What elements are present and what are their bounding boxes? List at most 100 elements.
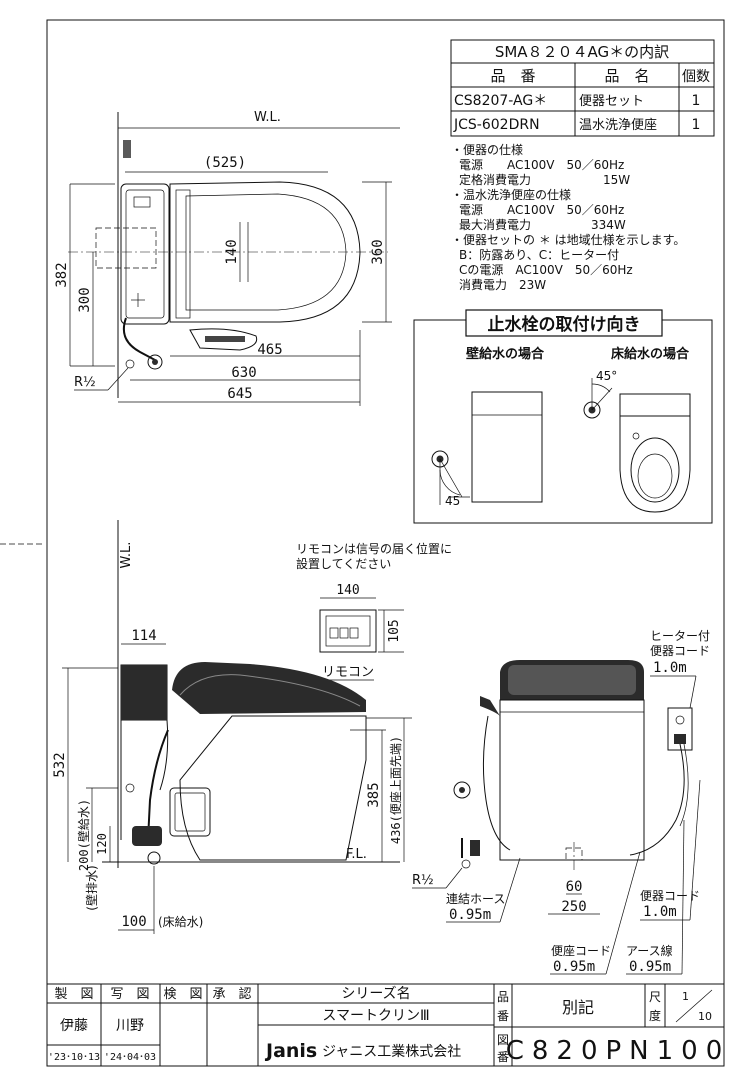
dim-300: 300: [77, 287, 93, 312]
tb-copier: 川野: [116, 1018, 144, 1034]
spec-line: 消費電力 23W: [459, 277, 546, 292]
front-body: [499, 699, 645, 861]
dim-114: 114: [131, 628, 156, 644]
spec-line: ・便器の仕様: [451, 143, 523, 157]
fl-label: F.L.: [346, 847, 367, 862]
tb-col-approve: 承 認: [212, 986, 251, 1002]
tb-scale-num: 1: [682, 990, 689, 1003]
spec-line: Cの電源 AC100V 50／60Hz: [459, 263, 633, 277]
tb-date-2: '24･04･03: [104, 1052, 156, 1063]
dim-140: 140: [224, 239, 240, 264]
heater-cord-length: 1.0m: [653, 660, 687, 676]
valve-orientation-box: 止水栓の取付け向き 壁給水の場合 床給水の場合 45 45°: [413, 309, 713, 524]
wall-case-tank: [471, 391, 543, 503]
row2-name: 温水洗浄便座: [579, 118, 657, 133]
front-view: ヒーター付 便器コード 1.0m R½ 連結ホース 0.95m 60 250 便…: [412, 629, 710, 975]
side-r-half: R½: [412, 873, 434, 888]
tb-hin: 品: [497, 990, 509, 1004]
spec-line: 定格消費電力 15W: [459, 172, 630, 187]
tb-company-brand: Janis: [264, 1040, 317, 1062]
hose-length: 0.95m: [449, 907, 491, 923]
remote-width: 140: [336, 583, 359, 598]
spec-line: B：防露あり、C：ヒーター付: [459, 247, 619, 262]
dim-436: 436(便座上面先端): [388, 736, 403, 844]
remote-note-2: 設置してください: [296, 556, 391, 571]
floor-angle-label: 45°: [596, 369, 617, 383]
spec-line: 最大消費電力 334W: [459, 217, 626, 232]
plan-wl-label: W.L.: [254, 110, 281, 125]
remote-detail: リモコンは信号の届く位置に 設置してください 140 105 リモコン: [296, 541, 452, 681]
plan-supply-pipe: [122, 317, 156, 361]
tb-drawer: 伊藤: [60, 1018, 88, 1034]
remote-label: リモコン: [322, 665, 374, 680]
heater-label-1: ヒーター付: [650, 629, 710, 643]
tb-col-check: 検 図: [163, 987, 202, 1002]
wall-angle-label: 45: [445, 494, 460, 508]
seat-cord-length: 0.95m: [553, 959, 595, 975]
title-block: 製 図 写 図 検 図 承 認 伊藤 川野 '23･10･13 '24･04･0…: [46, 983, 731, 1067]
tank-top: [120, 183, 170, 325]
tb-series-name: スマートクリンⅢ: [322, 1008, 429, 1024]
dim-200: 200(壁給水): [76, 799, 91, 871]
plan-r-half: R½: [74, 375, 96, 390]
front-valve: [453, 781, 471, 799]
header-part-no: 品 番: [490, 67, 535, 85]
header-part-name: 品 名: [604, 67, 649, 85]
heater-label-2: 便器コード: [650, 644, 710, 658]
bowl-cord-label: 便器コード: [640, 889, 700, 903]
outlet-box: [667, 707, 693, 751]
dim-645: 645: [227, 386, 252, 402]
breakdown-title: SMA８２０４AG＊の内訳: [495, 43, 669, 61]
dim-382: 382: [54, 262, 70, 287]
drain-label: (壁排水): [84, 865, 99, 910]
floor-supply-label: 床給水の場合: [611, 346, 690, 362]
tb-col-copy: 写 図: [110, 987, 149, 1002]
dim-525: (525): [204, 155, 246, 171]
tb-col-draw: 製 図: [54, 987, 93, 1002]
side-supply-pipe: [147, 729, 169, 841]
tb-scale-label-2: 度: [649, 1008, 661, 1023]
tb-company-name: ジャニス工業株式会社: [322, 1044, 461, 1060]
seat-cord-label: 便座コード: [551, 943, 611, 958]
tb-scale-den: 10: [698, 1010, 712, 1023]
remote-height: 105: [387, 619, 402, 642]
row1-code: CS8207-AG＊: [454, 93, 547, 109]
dim-100: 100: [121, 914, 146, 930]
row2-qty: 1: [692, 117, 701, 133]
tb-zu: 図: [497, 1033, 509, 1047]
spec-line: ・便器セットの ＊ は地域仕様を示します。: [451, 233, 685, 247]
tb-ban-2: 番: [497, 1050, 509, 1064]
dim-60: 60: [566, 879, 583, 895]
tb-series-label: シリーズ名: [341, 986, 410, 1002]
dim-385: 385: [366, 782, 382, 807]
plan-view: W.L. (525) 382 300 140 36: [54, 110, 400, 406]
dim-360: 360: [370, 239, 386, 264]
floor-supply-label: (床給水): [158, 915, 203, 929]
dim-120: 120: [95, 833, 109, 855]
breakdown-table: SMA８２０４AG＊の内訳 品 番 品 名 個数 CS8207-AG＊ 便器セッ…: [450, 39, 715, 137]
valve-box-title: 止水栓の取付け向き: [488, 314, 641, 335]
earth-length: 0.95m: [629, 959, 671, 975]
wall-supply-label: 壁給水の場合: [466, 346, 545, 362]
dim-532: 532: [52, 752, 68, 777]
tb-scale-label-1: 尺: [649, 990, 661, 1004]
spec-line: ・温水洗浄便座の仕様: [451, 187, 571, 202]
row1-qty: 1: [692, 93, 701, 109]
row2-code: JCS-602DRN: [453, 117, 540, 133]
tb-drawing-no: C820PN100: [506, 1036, 731, 1066]
tb-part-no: 別記: [562, 998, 594, 1017]
header-qty: 個数: [682, 69, 710, 85]
side-wl-label: W.L.: [119, 542, 134, 569]
tb-date-1: '23･10･13: [48, 1052, 100, 1063]
spec-line: 電源 AC100V 50／60Hz: [459, 203, 624, 217]
spec-line: 電源 AC100V 50／60Hz: [459, 158, 624, 172]
spec-notes: ・便器の仕様 電源 AC100V 50／60Hz 定格消費電力 15W ・温水洗…: [451, 143, 685, 292]
remote-note-1: リモコンは信号の届く位置に: [296, 541, 452, 556]
earth-label: アース線: [626, 943, 673, 958]
floor-case-bowl: [619, 393, 691, 513]
bowl-cord-length: 1.0m: [643, 904, 677, 920]
tb-ban: 番: [497, 1009, 509, 1023]
dim-465: 465: [257, 342, 282, 358]
hose-label: 連結ホース: [446, 892, 505, 906]
